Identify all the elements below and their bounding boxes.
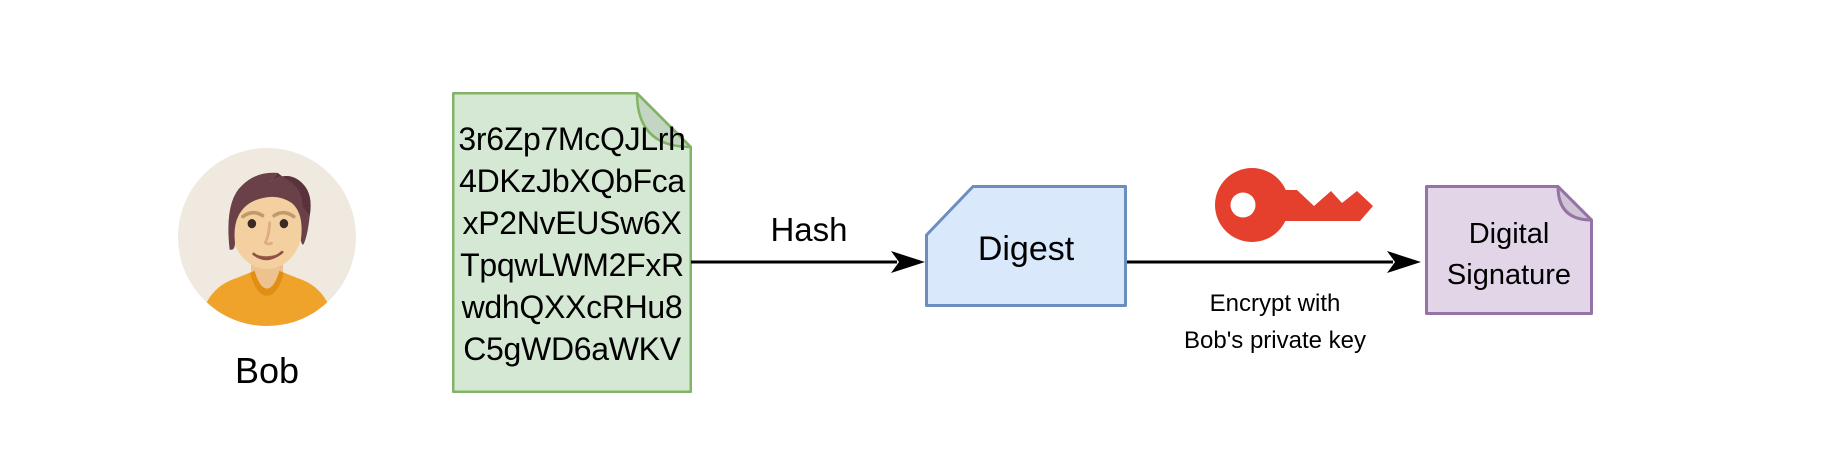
avatar-face (231, 183, 303, 270)
hash-arrow-label: Hash (770, 211, 848, 248)
message-hash-line: 3r6Zp7McQJLrh (458, 121, 686, 157)
encrypt-label-line2: Bob's private key (1183, 327, 1366, 354)
signature-document-shape (1425, 185, 1593, 315)
message-hash-line: C5gWD6aWKV (463, 331, 681, 367)
avatar-right-eyebrow (272, 210, 296, 219)
avatar-shirt-collar (250, 270, 284, 296)
signature-document-fold-corner (1556, 185, 1593, 222)
message-document-text: 3r6Zp7McQJLrh 4DKzJbXQbFca xP2NvEUSw6X T… (452, 118, 692, 370)
signature-label-line2: Signature (1446, 259, 1572, 291)
avatar-smile-line (252, 250, 284, 261)
avatar-left-eyebrow (241, 210, 265, 219)
private-key-icon (1215, 168, 1373, 242)
message-hash-line: wdhQXXcRHu8 (461, 289, 683, 325)
digest-node: Digest (925, 185, 1127, 307)
encrypt-label-line1: Encrypt with (1209, 290, 1341, 317)
signature-document-label: Digital Signature (1425, 214, 1593, 296)
avatar-right-eye (279, 219, 289, 229)
signature-document-body (1425, 185, 1593, 315)
encrypt-arrow (1127, 251, 1421, 273)
key-hole (1230, 192, 1256, 218)
encrypt-arrow-label: Encrypt with Bob's private key (1120, 285, 1430, 359)
message-hash-line: xP2NvEUSw6X (462, 205, 682, 241)
message-document-shape (452, 92, 692, 393)
key-shaft-teeth (1280, 190, 1373, 221)
actor-name-label: Bob (234, 350, 300, 391)
bob-avatar-icon (178, 148, 356, 326)
message-document-fold-corner (635, 92, 692, 149)
message-hash-line: 4DKzJbXQbFca (459, 163, 685, 199)
hash-arrowhead-icon (891, 251, 925, 273)
hash-arrow (691, 251, 925, 273)
avatar-shirt (199, 270, 335, 326)
avatar-left-eye (247, 219, 257, 229)
digest-card-body (925, 185, 1127, 307)
message-document-body (452, 92, 692, 393)
avatar-nose (263, 221, 273, 246)
digest-label: Digest (977, 229, 1075, 268)
avatar-hair (228, 172, 311, 250)
encrypt-arrowhead-icon (1387, 251, 1421, 273)
signature-label-line1: Digital (1468, 218, 1550, 250)
digest-shape (925, 185, 1127, 307)
avatar-hair-shade (270, 172, 311, 216)
message-hash-line: TpqwLWM2FxR (460, 247, 684, 283)
